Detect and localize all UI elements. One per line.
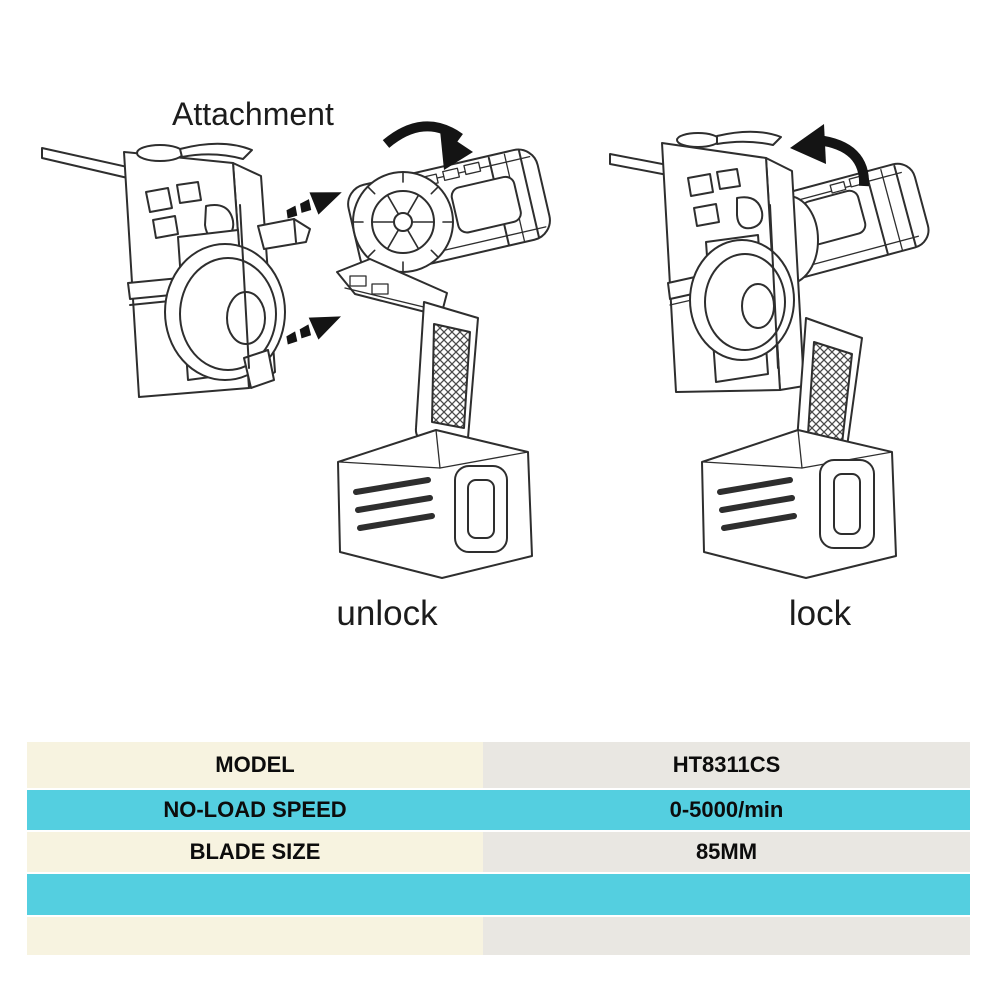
spec-value-blade-size: 85MM xyxy=(483,832,970,872)
spec-value-empty-2 xyxy=(483,917,970,955)
table-row-empty-2 xyxy=(27,915,970,955)
line-art-canvas xyxy=(41,121,930,579)
spec-value-empty-1 xyxy=(483,874,970,915)
lock-label: lock xyxy=(788,594,852,633)
spec-label-empty-2 xyxy=(27,917,483,955)
table-row-model: MODEL HT8311CS xyxy=(27,742,970,788)
insert-arrow-top-icon xyxy=(286,192,342,219)
spec-label-empty-1 xyxy=(27,874,483,915)
instruction-diagram: Attachment unlock lock xyxy=(41,96,930,633)
spec-label-model: MODEL xyxy=(27,742,483,788)
unlock-label: unlock xyxy=(336,594,438,633)
spec-label-no-load-speed: NO-LOAD SPEED xyxy=(27,790,483,830)
table-row-blade-size: BLADE SIZE 85MM xyxy=(27,830,970,872)
table-row-empty-1 xyxy=(27,872,970,915)
insert-arrow-bottom-icon xyxy=(286,316,341,345)
attachment-label: Attachment xyxy=(172,96,334,132)
rotate-counterclockwise-arrow-icon xyxy=(790,124,870,187)
saw-attachment-drawing xyxy=(41,142,311,398)
spec-label-blade-size: BLADE SIZE xyxy=(27,832,483,872)
assembled-tool-drawing xyxy=(609,130,930,579)
table-row-no-load-speed: NO-LOAD SPEED 0-5000/min xyxy=(27,788,970,830)
drill-drawing xyxy=(336,148,551,579)
spec-value-model: HT8311CS xyxy=(483,742,970,788)
spec-table: MODEL HT8311CS NO-LOAD SPEED 0-5000/min … xyxy=(27,742,970,955)
rotate-clockwise-arrow-icon xyxy=(382,121,473,170)
spec-value-no-load-speed: 0-5000/min xyxy=(483,790,970,830)
